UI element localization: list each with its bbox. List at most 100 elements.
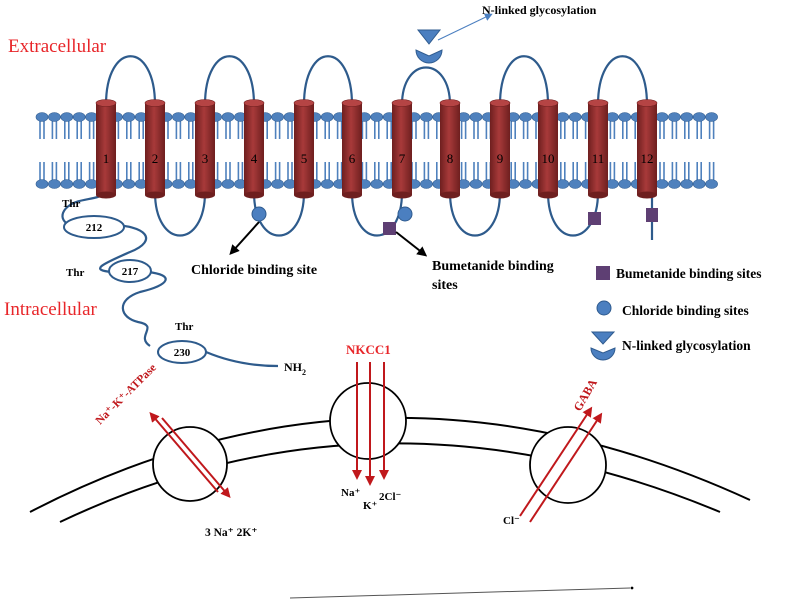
legend-label: Chloride binding sites bbox=[622, 303, 749, 318]
lipid-molecule bbox=[234, 162, 247, 189]
helix-number: 11 bbox=[592, 151, 605, 166]
helix-11: 11 bbox=[587, 99, 609, 199]
lipid-molecule bbox=[618, 112, 632, 139]
legend-square-icon bbox=[596, 266, 610, 280]
helix-6: 6 bbox=[341, 99, 363, 199]
lipid-molecule bbox=[568, 162, 582, 189]
stray-dot bbox=[630, 586, 634, 590]
gaba-ion-arrows bbox=[519, 406, 603, 523]
lipid-molecule bbox=[60, 162, 74, 189]
lipid-molecule bbox=[172, 112, 185, 139]
lipid-molecule bbox=[184, 112, 198, 139]
nkcc1-na-label: Na⁺ bbox=[341, 487, 360, 499]
lipid-molecule bbox=[519, 162, 532, 189]
lipid-molecule bbox=[680, 112, 694, 139]
lipid-molecule bbox=[60, 112, 74, 139]
lipid-molecule bbox=[320, 162, 334, 189]
nkcc1-label: NKCC1 bbox=[346, 342, 391, 357]
lipid-molecule bbox=[35, 162, 49, 189]
residue-label: Thr bbox=[62, 198, 80, 210]
helix-number: 12 bbox=[641, 151, 654, 166]
lipid-molecule bbox=[271, 162, 284, 189]
lipid-molecule bbox=[556, 162, 570, 189]
glycosylation-marker-icon bbox=[415, 29, 443, 64]
helix-number: 9 bbox=[497, 151, 504, 166]
legend-glycosylation-icon bbox=[590, 331, 616, 345]
gaba-label: GABA bbox=[570, 376, 600, 413]
chloride-binding-site-label: Chloride binding site bbox=[191, 263, 317, 278]
bumetanide-site-pointer-arrow bbox=[395, 231, 428, 257]
helix-12: 12 bbox=[636, 99, 658, 199]
lipid-molecule bbox=[370, 112, 384, 139]
lipid-molecule bbox=[457, 112, 470, 139]
chloride-site-marker-icon bbox=[251, 206, 267, 222]
lipid-molecule bbox=[705, 162, 718, 189]
helix-1: 1 bbox=[95, 99, 117, 199]
lipid-molecule bbox=[72, 112, 86, 139]
bumetanide-binding-label-line2: sites bbox=[432, 278, 458, 293]
lipid-molecule bbox=[568, 112, 582, 139]
lipid-molecule bbox=[283, 162, 297, 189]
intracellular-label: Intracellular bbox=[4, 299, 98, 320]
legend-label: N-linked glycosylation bbox=[622, 338, 751, 353]
lipid-molecule bbox=[692, 112, 706, 139]
chloride-site-marker-icon bbox=[397, 206, 413, 222]
lipid-molecule bbox=[469, 112, 483, 139]
lipid-bilayer bbox=[35, 112, 718, 189]
helix-number: 3 bbox=[202, 151, 209, 166]
lipid-molecule bbox=[420, 162, 433, 189]
bumetanide-site-marker-icon bbox=[588, 212, 601, 225]
helix-7: 7 bbox=[391, 99, 413, 199]
baseline-divider bbox=[289, 587, 631, 599]
lipid-molecule bbox=[606, 162, 619, 189]
lipid-molecule bbox=[705, 112, 718, 139]
residue-label: Thr bbox=[66, 267, 84, 279]
lipid-molecule bbox=[85, 162, 98, 189]
lipid-molecule bbox=[506, 162, 520, 189]
nkcc1-cl-label: 2Cl⁻ bbox=[379, 491, 402, 503]
lipid-molecule bbox=[184, 162, 198, 189]
n-linked-glycosylation-label: N-linked glycosylation bbox=[482, 3, 597, 17]
legend: Bumetanide binding sites Chloride bindin… bbox=[590, 266, 762, 361]
lipid-molecule bbox=[370, 162, 384, 189]
lipid-molecule bbox=[680, 162, 694, 189]
lipid-molecule bbox=[134, 112, 148, 139]
residue-label: Thr bbox=[175, 321, 193, 333]
atpase-ion-arrows bbox=[149, 411, 231, 499]
lipid-molecule bbox=[556, 112, 570, 139]
lipid-molecule bbox=[48, 112, 61, 139]
phosphorylation-site-217: Thr 217 bbox=[66, 259, 152, 283]
lipid-molecule bbox=[85, 112, 98, 139]
bumetanide-binding-label-line1: Bumetanide binding bbox=[432, 259, 554, 274]
lipid-molecule bbox=[48, 162, 61, 189]
lipid-molecule bbox=[655, 162, 669, 189]
nkcc1-transporter bbox=[329, 382, 407, 460]
helix-3: 3 bbox=[194, 99, 216, 199]
helix-number: 5 bbox=[301, 151, 308, 166]
helix-number: 4 bbox=[251, 151, 258, 166]
atpase-transporter bbox=[152, 426, 228, 502]
phosphorylation-site-212: Thr 212 bbox=[62, 198, 125, 239]
bumetanide-site-marker-icon bbox=[383, 222, 396, 235]
lipid-molecule bbox=[122, 112, 136, 139]
lipid-molecule bbox=[35, 112, 49, 139]
helix-10: 10 bbox=[537, 99, 559, 199]
lipid-molecule bbox=[221, 112, 235, 139]
site-number: 212 bbox=[86, 222, 103, 234]
lipid-molecule bbox=[271, 112, 284, 139]
helix-4: 4 bbox=[243, 99, 265, 199]
helix-2: 2 bbox=[144, 99, 166, 199]
helix-number: 7 bbox=[399, 151, 406, 166]
site-number: 230 bbox=[174, 347, 191, 359]
lipid-molecule bbox=[668, 112, 681, 139]
lipid-molecule bbox=[420, 112, 433, 139]
chloride-site-pointer-arrow bbox=[229, 221, 260, 255]
helix-number: 1 bbox=[103, 151, 110, 166]
helix-number: 8 bbox=[447, 151, 454, 166]
lipid-molecule bbox=[618, 162, 632, 189]
lipid-molecule bbox=[122, 162, 136, 189]
legend-circle-icon bbox=[596, 300, 612, 316]
lipid-molecule bbox=[221, 162, 235, 189]
nkcc1-k-label: K⁺ bbox=[363, 500, 378, 512]
